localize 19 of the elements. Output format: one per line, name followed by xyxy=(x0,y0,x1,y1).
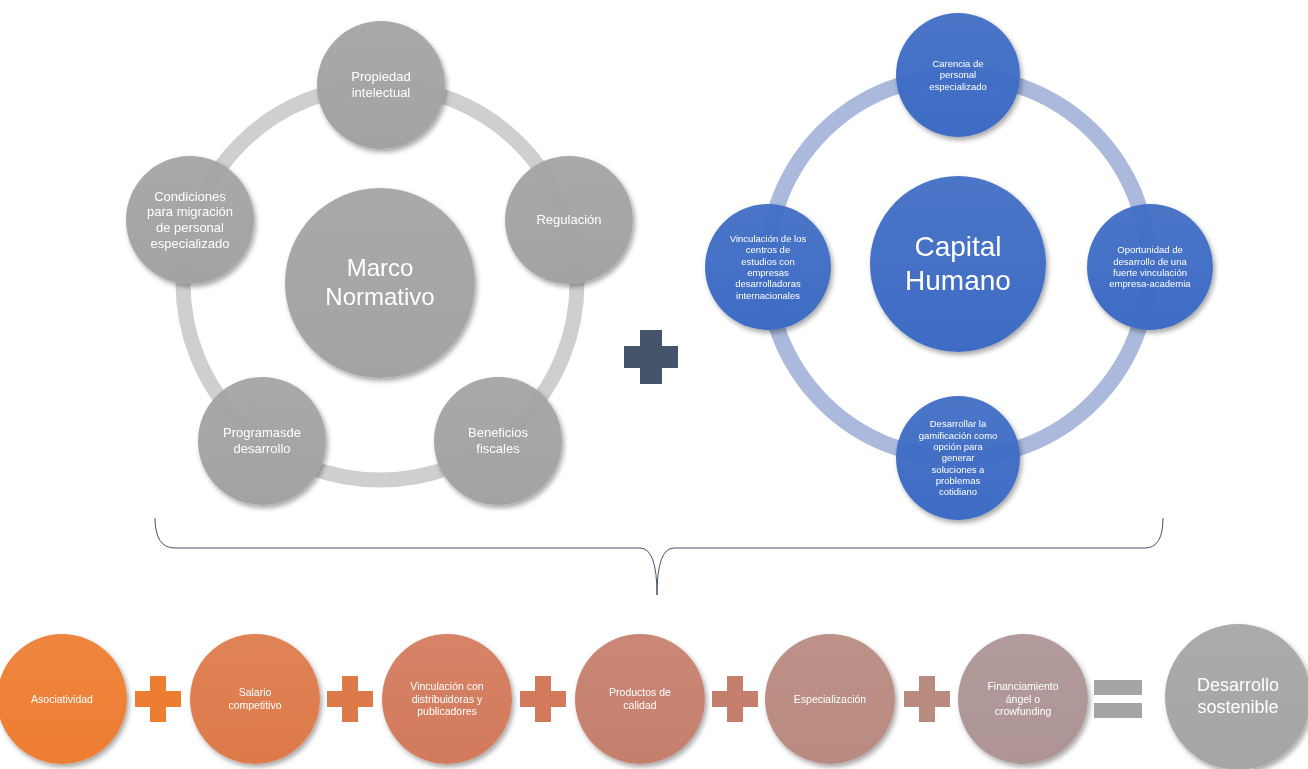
node-label: Propiedad intelectual xyxy=(350,69,412,101)
node-label: Desarrollar la gamificación como opción para generar soluciones a problemas cotidiano xyxy=(918,418,998,498)
circle-node xyxy=(0,634,127,764)
node-label: Financiamiento ángel o crowfunding xyxy=(986,680,1060,718)
node-label: Condiciones para migración de personal especializado xyxy=(146,188,234,252)
node-label: Vinculación con distribuidoras y publicadores xyxy=(409,680,485,718)
node-label: Oportunidad de desarrollo de una fuerte vinculación empresa-academia xyxy=(1109,244,1191,290)
node-label: Desarrollo sostenible xyxy=(1196,675,1280,719)
node-label: Regulación xyxy=(535,212,603,228)
node-label: Productos de calidad xyxy=(608,686,672,712)
node-label: Marco Normativo xyxy=(324,254,436,312)
node-label: Salario competitivo xyxy=(227,686,283,712)
node-label: Carencia de personal especializado xyxy=(928,57,988,93)
node-label: Especialización xyxy=(792,692,868,706)
node-label: Programasde desarrollo xyxy=(221,425,302,457)
node-label: Capital Humano xyxy=(904,230,1012,298)
node-label: Beneficios fiscales xyxy=(467,425,529,457)
node-label: Asociatividad xyxy=(30,692,94,706)
node-label: Vinculación de los centros de estudios con empresas desarrolladoras internacionales xyxy=(728,232,808,302)
